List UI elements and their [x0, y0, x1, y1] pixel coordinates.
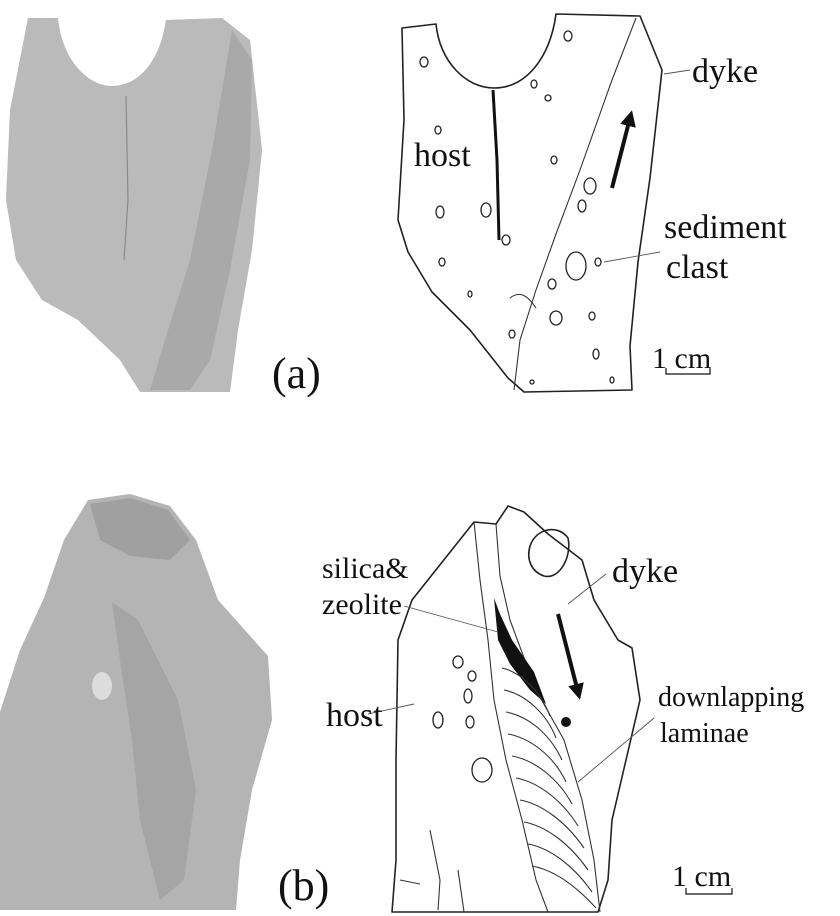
lamina	[516, 778, 578, 826]
label-host-b: host	[326, 697, 383, 734]
label-silica-b-2: zeolite	[322, 588, 402, 621]
sketch-b-host-cracks	[400, 830, 464, 912]
photo-a	[6, 18, 262, 392]
label-sediment-a-2: clast	[666, 249, 729, 286]
clast	[564, 31, 572, 41]
photo-b-clast	[92, 672, 112, 700]
crack	[400, 880, 420, 884]
clast	[466, 716, 474, 728]
clast	[550, 311, 562, 325]
leader-downlap-b	[578, 718, 654, 782]
lamina	[520, 800, 584, 848]
flow-arrow-down	[558, 614, 578, 692]
clast	[468, 291, 472, 297]
lamina	[512, 756, 572, 804]
clast	[531, 80, 537, 88]
label-silica-b-1: silica&	[322, 552, 409, 585]
lamina	[524, 822, 588, 870]
sketch-b-clasts	[433, 656, 492, 782]
clast	[509, 330, 515, 338]
clast	[502, 235, 510, 245]
clast	[439, 258, 445, 266]
clast	[433, 712, 443, 728]
leader-dyke-a	[664, 70, 690, 74]
sketch-a-fracture	[493, 90, 499, 240]
label-downlap-b-1: downlapping	[658, 682, 804, 713]
label-downlap-b-2: laminae	[660, 718, 749, 749]
clast	[453, 656, 463, 668]
panel-a: (a)	[6, 14, 787, 398]
scale-bar-a: 1 cm	[652, 342, 711, 375]
panel-b-label: (b)	[278, 861, 329, 910]
label-dyke-a: dyke	[692, 53, 758, 90]
sketch-b-protrusion	[529, 530, 569, 577]
clast	[551, 156, 557, 164]
crack	[458, 870, 464, 912]
clast	[420, 57, 428, 67]
leader-sediment-a	[604, 252, 660, 262]
photo-b	[0, 494, 272, 910]
sketch-a	[398, 14, 690, 392]
sketch-a-dyke-boundary	[514, 18, 636, 390]
sketch-b-dark-clast	[561, 717, 571, 727]
scale-bar-a-text: 1 cm	[652, 342, 711, 375]
sketch-b-contact-right	[496, 524, 600, 912]
clast	[436, 206, 444, 218]
scale-bar-b-text: 1 cm	[672, 860, 731, 893]
clast	[545, 95, 551, 101]
label-sediment-a-1: sediment	[664, 209, 787, 246]
clast	[610, 377, 614, 383]
lamina	[532, 866, 596, 908]
clast	[530, 380, 534, 384]
clast	[595, 258, 601, 266]
clast	[464, 689, 472, 703]
sketch-b-laminae	[502, 668, 596, 908]
sketch-b-outline	[392, 506, 640, 912]
lamina	[508, 734, 566, 782]
clast	[566, 252, 586, 280]
panel-b: (b)	[0, 494, 804, 912]
sketch-a-clasts	[420, 31, 614, 384]
clast	[472, 758, 492, 782]
clast	[584, 178, 596, 194]
sketch-b-contact-left	[474, 522, 548, 912]
label-host-a: host	[414, 137, 471, 174]
clast	[578, 200, 586, 212]
clast	[589, 312, 595, 320]
clast	[481, 203, 491, 217]
sketch-a-outline	[398, 14, 662, 392]
flow-arrow-up	[612, 118, 630, 188]
clast	[593, 349, 599, 359]
lamina	[504, 690, 556, 738]
clast	[548, 279, 556, 289]
sketch-b-silica-zeolite	[494, 598, 546, 704]
clast	[468, 671, 476, 681]
scale-bar-b: 1 cm	[672, 860, 732, 894]
crack	[430, 830, 440, 910]
label-dyke-b: dyke	[612, 553, 678, 590]
clast	[435, 126, 441, 134]
panel-a-label: (a)	[272, 349, 321, 398]
